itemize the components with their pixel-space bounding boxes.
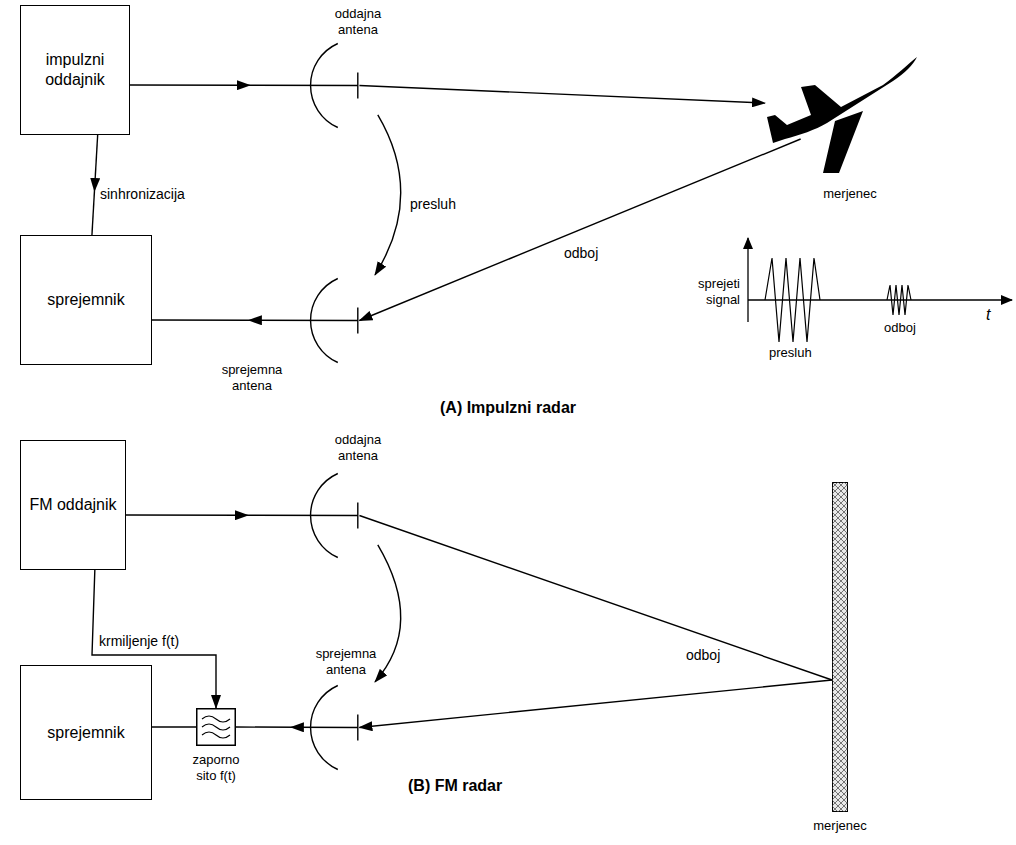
wall-target-outline (832, 482, 848, 812)
wall-hatch (833, 483, 848, 812)
dish-reflector (311, 44, 338, 128)
antenna-symbol: sprejemna antena (305, 273, 385, 368)
receiver-box: sprejemnik (20, 235, 152, 365)
aircraft-target-outline (765, 55, 920, 175)
connector-label: sinhronizacija (98, 186, 187, 203)
antenna-symbol-outline (305, 468, 385, 563)
axis-label: sprejeti signal (680, 276, 740, 307)
dish-reflector (311, 474, 338, 558)
wall-target: merjenec (832, 482, 848, 812)
connector (130, 84, 358, 86)
signal-burst (887, 285, 911, 315)
box-label: sprejemnik (43, 719, 128, 747)
antenna-feed (357, 715, 358, 741)
node-caption: merjenec (795, 818, 885, 834)
connector (375, 545, 401, 682)
connector (359, 680, 832, 728)
connector (359, 139, 800, 321)
node-caption: zaporno sito f(t) (184, 752, 248, 783)
connector (92, 135, 98, 235)
panel-title: (B) FM radar (408, 776, 502, 795)
plot-axis (747, 238, 748, 322)
box-label: sprejemnik (43, 286, 128, 314)
node-caption: sprejemna antena (212, 362, 292, 393)
antenna-symbol-outline (305, 273, 385, 368)
panel-title: (A) Impulzni radar (440, 398, 576, 417)
antenna-symbol-outline (305, 680, 385, 775)
notch-filter: zaporno sito f(t) (196, 708, 236, 746)
node-caption: merjenec (805, 186, 895, 202)
box-label: FM oddajnik (25, 491, 120, 519)
antenna-feed (357, 308, 358, 334)
connector-label: odboj (684, 647, 722, 664)
connector (236, 726, 358, 728)
axis-label: t (986, 305, 990, 324)
dish-reflector (311, 686, 338, 770)
filter-outline (197, 709, 236, 746)
antenna-symbol-outline (305, 38, 385, 133)
transmitter-box: FM oddajnik (20, 440, 126, 570)
antenna-symbol: sprejemna antena (305, 680, 385, 775)
node-caption: oddajna antena (323, 6, 393, 37)
connector-label: presluh (408, 196, 458, 213)
signal-burst (765, 258, 820, 342)
aircraft-target: merjenec (765, 55, 920, 175)
signal-label: presluh (769, 345, 812, 361)
aircraft-silhouette (767, 57, 917, 173)
connector (375, 115, 401, 275)
box-label: impulzni oddajnik (21, 46, 129, 94)
node-caption: sprejemna antena (306, 646, 386, 677)
connector (359, 516, 832, 681)
signal-label: odboj (884, 320, 916, 336)
antenna-symbol: oddajna antena (305, 38, 385, 133)
connector (152, 319, 358, 321)
antenna-feed (357, 73, 358, 99)
connector-label: krmiljenje f(t) (97, 633, 181, 650)
connector (359, 86, 765, 104)
antenna-symbol: oddajna antena (305, 468, 385, 563)
connector (126, 514, 358, 516)
connector-label: odboj (562, 245, 600, 262)
dish-reflector (311, 279, 338, 363)
antenna-feed (357, 503, 358, 529)
node-caption: oddajna antena (323, 432, 393, 463)
connector (152, 726, 196, 727)
plot-axis (748, 299, 1012, 300)
receiver-box: sprejemnik (20, 665, 152, 800)
transmitter-box: impulzni oddajnik (20, 5, 130, 135)
notch-filter-outline (196, 708, 236, 746)
